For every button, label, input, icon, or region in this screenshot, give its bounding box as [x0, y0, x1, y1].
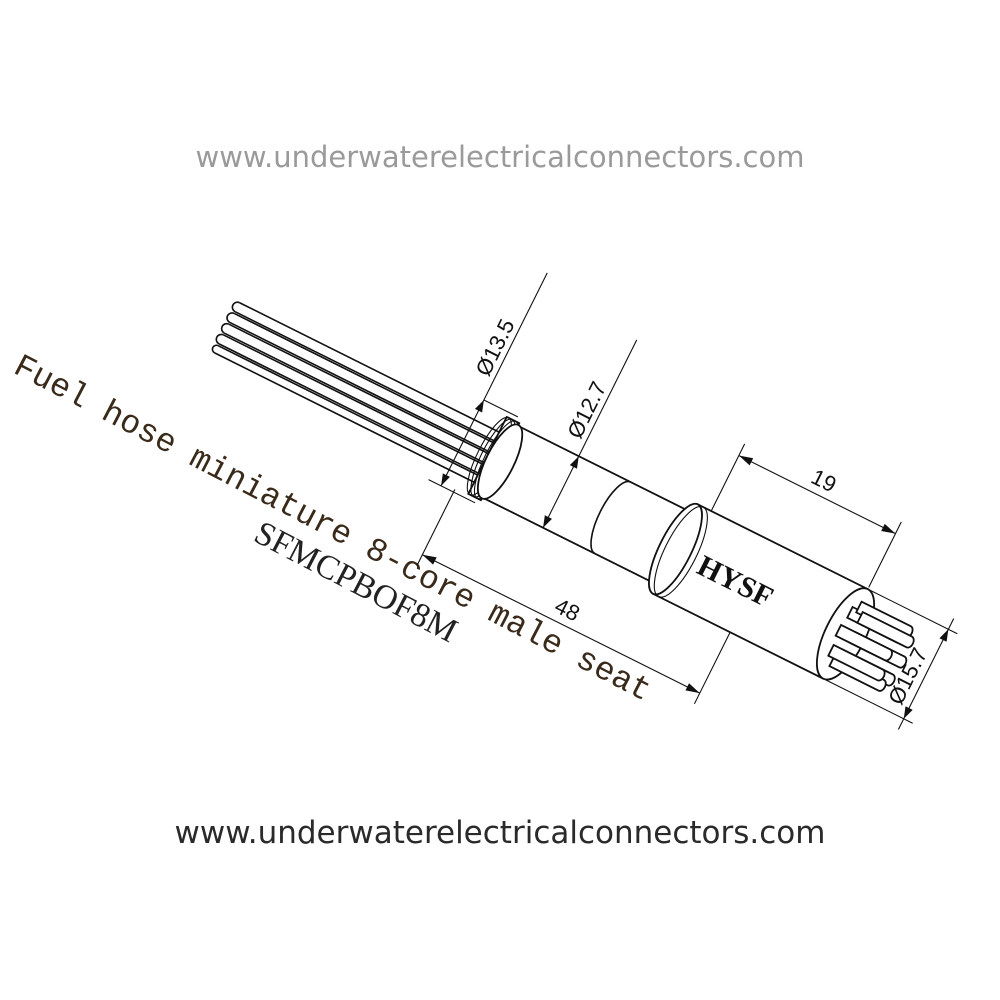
cable-wires [211, 301, 502, 484]
dimension-d2-label: Ø12.7 [562, 378, 611, 443]
connector-pin [856, 610, 915, 649]
connector-pin [827, 643, 886, 682]
connector-pin [834, 623, 893, 662]
pin-group [827, 600, 915, 692]
dimension-d1-label: Ø13.5 [470, 315, 519, 380]
connector-body: HYSF Ø13.5 Ø12.7 19 48 Ø15.7 [211, 272, 958, 730]
watermark: www.underwaterelectricalconnectors.com [195, 140, 805, 174]
body-step [590, 480, 632, 555]
footer-url: www.underwaterelectricalconnectors.com [174, 815, 826, 851]
